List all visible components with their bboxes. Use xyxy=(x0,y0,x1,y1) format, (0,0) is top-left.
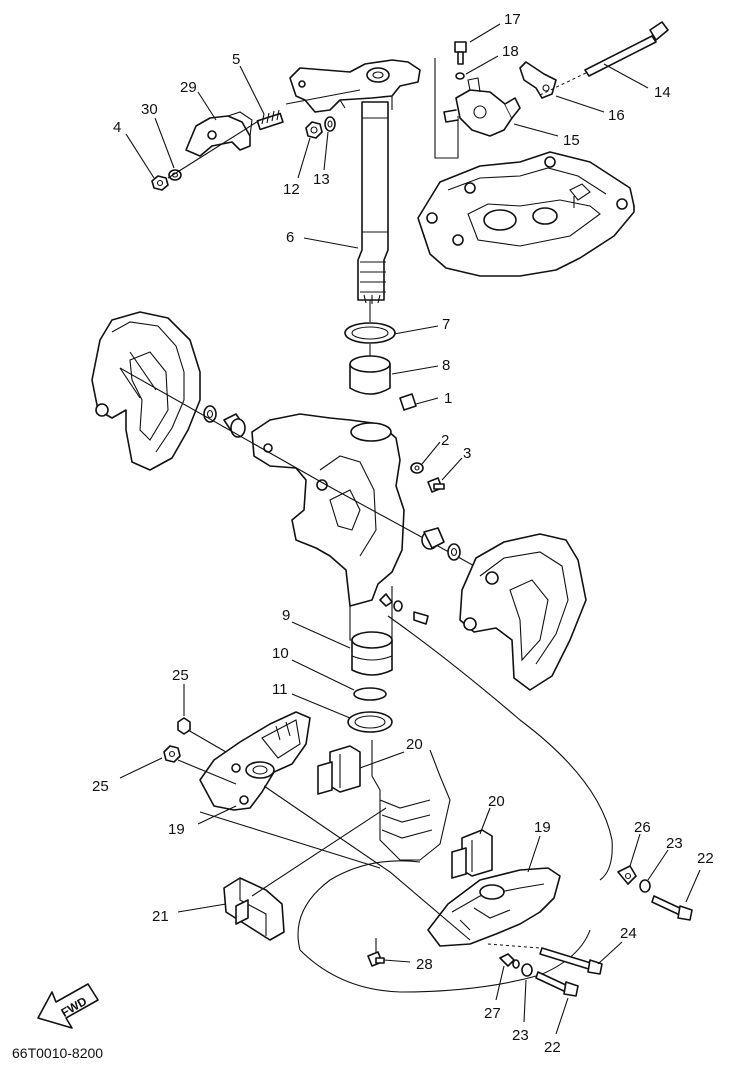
bolt-22-upper xyxy=(651,895,693,921)
nut-25-lower xyxy=(163,745,181,763)
seal-7 xyxy=(344,322,396,344)
mount-rubber-20a xyxy=(317,745,361,795)
nut-25-upper xyxy=(177,717,191,735)
callout-7: 7 xyxy=(442,316,450,333)
ground-bolt xyxy=(379,593,429,625)
callout-22-upper: 22 xyxy=(697,850,714,867)
callout-labels: 17 18 14 16 15 5 29 30 4 12 13 6 7 8 1 2… xyxy=(92,11,714,1056)
washer-18 xyxy=(455,72,465,80)
callout-13: 13 xyxy=(313,171,330,188)
callout-19-left: 19 xyxy=(168,821,185,838)
mount-rubber-20b xyxy=(451,829,493,879)
callout-16: 16 xyxy=(608,107,625,124)
bushing-left xyxy=(223,413,246,438)
bushing-8 xyxy=(349,355,391,395)
stud-bolt xyxy=(256,109,284,131)
bolt-17 xyxy=(454,41,467,65)
bushing-right xyxy=(421,527,445,550)
callout-20-upper: 20 xyxy=(406,736,423,753)
callout-3: 3 xyxy=(463,445,471,462)
hose-clip xyxy=(519,61,557,99)
callout-21: 21 xyxy=(152,908,169,925)
callout-23-upper: 23 xyxy=(666,835,683,852)
callout-22-lower: 22 xyxy=(544,1039,561,1056)
grease-block xyxy=(443,77,521,137)
washer-13 xyxy=(324,116,336,132)
lower-housing xyxy=(297,740,591,993)
callout-17: 17 xyxy=(504,11,521,28)
steering-shaft xyxy=(357,101,389,304)
bolt-3 xyxy=(427,477,445,493)
lower-mount-bracket-left xyxy=(199,711,311,811)
callout-26: 26 xyxy=(634,819,651,836)
upper-mount-plate xyxy=(417,151,635,277)
forward-direction-arrow xyxy=(37,983,99,1029)
bushing-9 xyxy=(351,631,393,676)
callout-6: 6 xyxy=(286,229,294,246)
part-code: 66T0010-8200 xyxy=(12,1045,103,1061)
callout-25-upper: 25 xyxy=(172,667,189,684)
callout-29: 29 xyxy=(180,79,197,96)
callout-15: 15 xyxy=(563,132,580,149)
callout-10: 10 xyxy=(272,645,289,662)
callout-25-lower: 25 xyxy=(92,778,109,795)
nut-12 xyxy=(305,121,323,139)
callout-30: 30 xyxy=(141,101,158,118)
callout-14: 14 xyxy=(654,84,671,101)
washer-right xyxy=(447,543,461,561)
callout-1: 1 xyxy=(444,390,452,407)
clamp-bracket-right xyxy=(459,533,587,691)
nut-4 xyxy=(151,175,169,191)
callout-4: 4 xyxy=(113,119,121,136)
callout-9: 9 xyxy=(282,607,290,624)
nut-27 xyxy=(499,953,520,969)
callout-11: 11 xyxy=(272,681,288,698)
bracket xyxy=(185,111,253,157)
bolt-22-lower xyxy=(535,971,579,997)
clip-26 xyxy=(617,865,637,885)
screw-28 xyxy=(367,951,385,967)
lower-mount-bracket-right xyxy=(427,867,561,947)
long-bolt-14 xyxy=(539,21,669,96)
callout-23-lower: 23 xyxy=(512,1027,529,1044)
callout-8: 8 xyxy=(442,357,450,374)
seal-11 xyxy=(347,711,393,733)
steering-arm xyxy=(289,59,421,113)
insert-1 xyxy=(399,393,417,411)
callout-5: 5 xyxy=(232,51,240,68)
callout-18: 18 xyxy=(502,43,519,60)
o-ring-10 xyxy=(353,687,387,701)
callout-leaders xyxy=(119,23,701,1035)
washer-23-upper xyxy=(639,879,651,893)
callout-12: 12 xyxy=(283,181,300,198)
callout-20-lower: 20 xyxy=(488,793,505,810)
callout-2: 2 xyxy=(441,432,449,449)
bolt-2 xyxy=(410,462,424,474)
mount-rubber-21 xyxy=(223,877,285,941)
washer-left xyxy=(203,405,217,423)
callout-28: 28 xyxy=(416,956,433,973)
washer-23-lower xyxy=(521,963,533,977)
swivel-bracket xyxy=(251,413,405,641)
clamp-bracket-left xyxy=(91,311,201,471)
callout-19-right: 19 xyxy=(534,819,551,836)
callout-24: 24 xyxy=(620,925,637,942)
callout-27: 27 xyxy=(484,1005,501,1022)
